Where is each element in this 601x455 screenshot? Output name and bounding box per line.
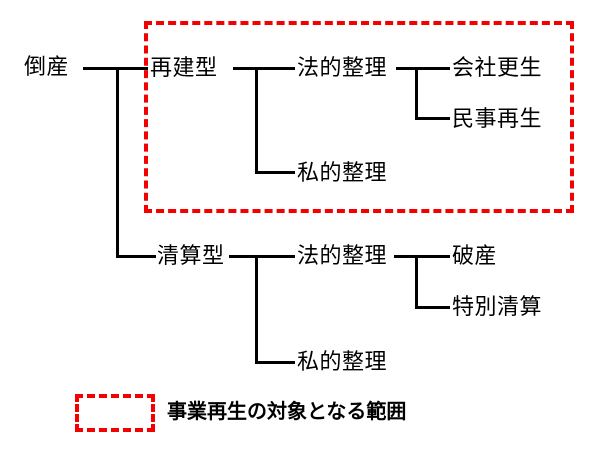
connector-to-private-workout-top [255, 171, 295, 174]
connector-root-fork-vertical [116, 67, 119, 258]
node-rehabilitation-type: 再建型 [150, 55, 218, 80]
node-bankruptcy: 破産 [452, 243, 498, 268]
connector-legal-top-to-fork [396, 67, 450, 70]
node-private-workout-bottom: 私的整理 [297, 349, 388, 374]
connector-rehab-to-fork [233, 67, 295, 70]
rehabilitation-highlight-box [144, 21, 574, 213]
connector-legal-bottom-fork-vertical [415, 255, 418, 309]
node-legal-proceedings-bottom: 法的整理 [297, 243, 388, 268]
connector-liquidation-fork-vertical [255, 255, 258, 364]
legend-label: 事業再生の対象となる範囲 [167, 401, 407, 423]
node-private-workout-top: 私的整理 [297, 160, 388, 185]
connector-liquidation-to-fork [229, 255, 295, 258]
connector-rehab-fork-vertical [255, 67, 258, 174]
connector-to-private-workout-bottom [255, 361, 295, 364]
legend-key-box [75, 394, 155, 432]
node-special-liquidation: 特別清算 [452, 294, 543, 319]
connector-to-civil-rehabilitation [415, 117, 450, 120]
node-liquidation-type: 清算型 [157, 243, 225, 268]
connector-legal-top-fork-vertical [415, 67, 418, 120]
connector-to-liquidation [116, 255, 156, 258]
node-corporate-reorganization: 会社更生 [452, 55, 543, 80]
connector-root-to-fork [83, 67, 148, 70]
node-insolvency: 倒産 [24, 54, 70, 79]
connector-legal-bottom-to-fork [394, 255, 450, 258]
node-legal-proceedings-top: 法的整理 [297, 55, 388, 80]
connector-to-special-liquidation [415, 306, 450, 309]
node-civil-rehabilitation: 民事再生 [452, 106, 543, 131]
